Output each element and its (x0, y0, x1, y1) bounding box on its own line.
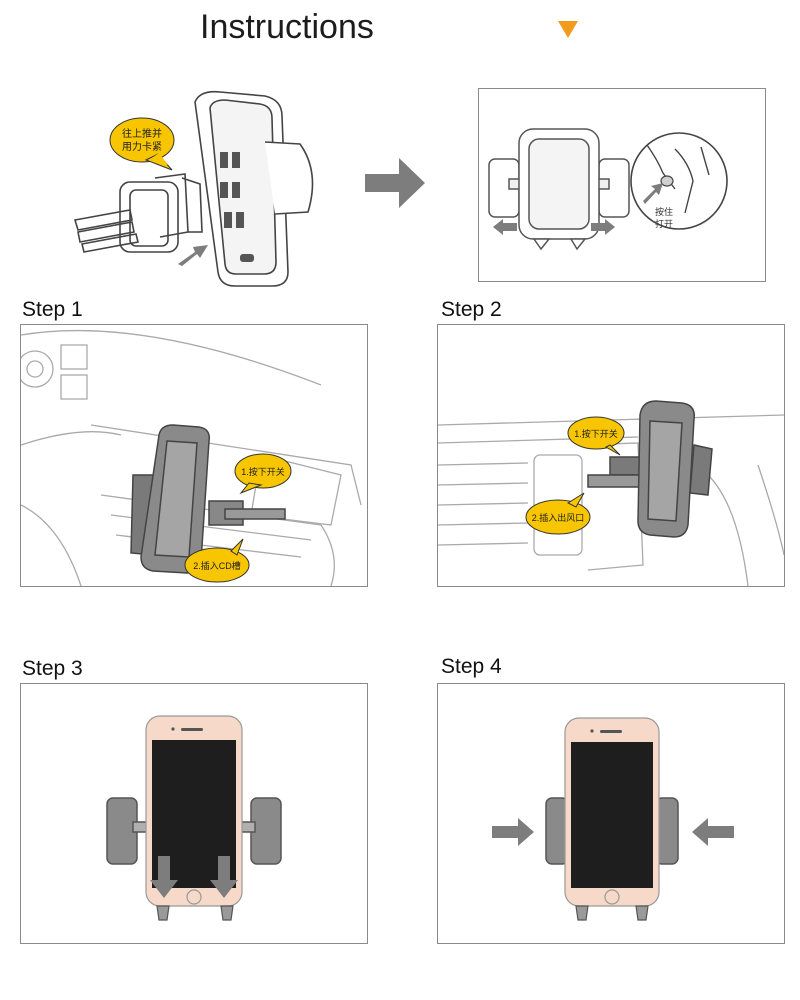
step-2-bubble-1: 1.按下开关 (567, 416, 625, 456)
assembly-bubble-line1: 往上推并 (122, 127, 162, 140)
step-1-panel: 1.按下开关 2.插入CD槽 (20, 324, 368, 587)
right-arrow-icon (492, 818, 534, 846)
right-arrow-icon (365, 158, 427, 208)
down-arrow-icon (150, 856, 178, 898)
svg-text:1.按下开关: 1.按下开关 (574, 428, 618, 439)
step-4-panel (437, 683, 785, 944)
assembly-speech-bubble: 往上推并 用力卡紧 (109, 117, 175, 171)
step-2-bubble-2: 2.插入出风口 (525, 492, 591, 535)
page-title: Instructions (200, 8, 374, 46)
svg-text:2.插入出风口: 2.插入出风口 (532, 512, 585, 523)
down-arrow-icon (210, 856, 238, 898)
step-3-label: Step 3 (22, 657, 83, 680)
step-1-bubble-1: 1.按下开关 (234, 453, 292, 495)
step-4-label: Step 4 (441, 655, 502, 678)
svg-text:1.按下开关: 1.按下开关 (241, 466, 285, 477)
assembly-bubble-line2: 用力卡紧 (122, 140, 162, 153)
step-1-label: Step 1 (22, 298, 83, 321)
step-3-panel (20, 683, 368, 944)
down-triangle-icon (557, 20, 579, 40)
left-arrow-icon (692, 818, 734, 846)
phone-illustration (564, 717, 660, 907)
step-2-label: Step 2 (441, 298, 502, 321)
step-2-panel: 1.按下开关 2.插入出风口 (437, 324, 785, 587)
step-1-bubble-2: 2.插入CD槽 (184, 538, 250, 583)
open-note-line1: 按住 (655, 206, 673, 217)
assembly-illustration: 往上推并 用力卡紧 (60, 82, 380, 292)
svg-text:2.插入CD槽: 2.插入CD槽 (193, 560, 241, 571)
open-note-line2: 打开 (655, 218, 673, 229)
open-holder-panel: 按住 打开 (478, 88, 766, 282)
